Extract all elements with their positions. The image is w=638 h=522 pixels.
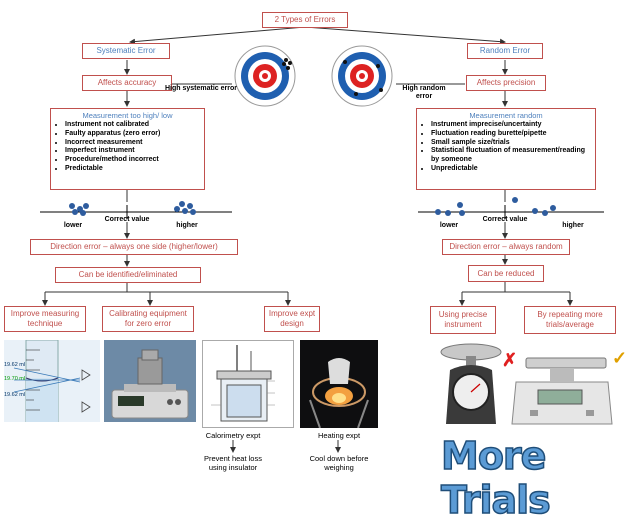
random-axis-higher: higher xyxy=(562,222,584,229)
systematic-measurement-box: Measurement too high/ low Instrument not… xyxy=(50,108,205,190)
reading-2: 19.70 ml xyxy=(4,376,26,382)
list-item: Instrument not calibrated xyxy=(65,121,200,130)
list-item: Imperfect instrument xyxy=(65,147,200,156)
systematic-axis-correct: Correct value xyxy=(104,216,150,223)
reduced-box: Can be reduced xyxy=(468,265,544,282)
title-box: 2 Types of Errors xyxy=(262,12,348,28)
calorimetry-label: Calorimetry expt xyxy=(205,431,261,440)
random-axis-correct: Correct value xyxy=(482,216,528,223)
page-title: 2 Types of Errors xyxy=(274,15,336,25)
list-item: Procedure/method incorrect xyxy=(65,156,200,165)
prevent-label: Prevent heat loss using insulator xyxy=(204,454,262,472)
list-item: Incorrect measurement xyxy=(65,139,200,148)
list-item: Instrument imprecise/uncertainty xyxy=(431,121,591,130)
improve-measuring-box: Improve measuring technique xyxy=(4,306,86,332)
digital-balance-photo xyxy=(510,352,614,428)
identified-box: Can be identified/eliminated xyxy=(55,267,201,283)
systematic-measurement-head: Measurement too high/ low xyxy=(82,111,173,120)
connector-lines xyxy=(40,26,604,453)
improve-expt-box: Improve expt design xyxy=(264,306,320,332)
list-item: Fluctuation reading burette/pipette xyxy=(431,130,591,139)
reading-3: 19.62 ml xyxy=(4,392,26,398)
balance-photo xyxy=(104,340,196,422)
list-item: Small sample size/trials xyxy=(431,139,591,148)
calorimetry-diagram xyxy=(202,340,294,428)
affects-accuracy: Affects accuracy xyxy=(82,75,172,91)
affects-precision: Affects precision xyxy=(466,75,546,91)
heating-label: Heating expt xyxy=(317,431,361,440)
systematic-target-label: High systematic error xyxy=(165,85,237,92)
random-direction: Direction error – always random xyxy=(442,239,570,255)
cool-label: Cool down before weighing xyxy=(309,454,369,472)
heating-photo xyxy=(300,340,378,428)
list-item: Predictable xyxy=(65,165,200,174)
random-target-label: High random error xyxy=(402,85,446,101)
random-heading: Random Error xyxy=(467,43,543,59)
burette-photo: 19.62 ml 19.70 ml 19.62 ml xyxy=(4,340,100,422)
random-measurement-head: Measurement random xyxy=(469,111,543,120)
cross-icon: ✗ xyxy=(502,350,518,370)
target-random xyxy=(331,45,393,107)
calibrating-box: Calibrating equipment for zero error xyxy=(102,306,194,332)
systematic-axis-lower: lower xyxy=(63,222,83,229)
reading-1: 19.62 ml xyxy=(4,362,26,368)
repeating-box: By repeating more trials/average xyxy=(524,306,616,334)
systematic-heading: Systematic Error xyxy=(82,43,170,59)
random-axis-lower: lower xyxy=(439,222,459,229)
more-trials-heading: More Trials xyxy=(440,433,551,522)
list-item: Faulty apparatus (zero error) xyxy=(65,130,200,139)
list-item: Unpredictable xyxy=(431,165,591,174)
list-item: Statistical fluctuation of measurement/r… xyxy=(431,147,591,165)
systematic-axis-higher: higher xyxy=(176,222,198,229)
using-precise-box: Using precise instrument xyxy=(430,306,496,334)
random-measurement-box: Measurement random Instrument imprecise/… xyxy=(416,108,596,190)
check-icon: ✓ xyxy=(612,348,628,368)
kitchen-scale-photo xyxy=(438,340,504,428)
target-systematic xyxy=(234,45,296,107)
systematic-direction: Direction error – always one side (highe… xyxy=(30,239,238,255)
